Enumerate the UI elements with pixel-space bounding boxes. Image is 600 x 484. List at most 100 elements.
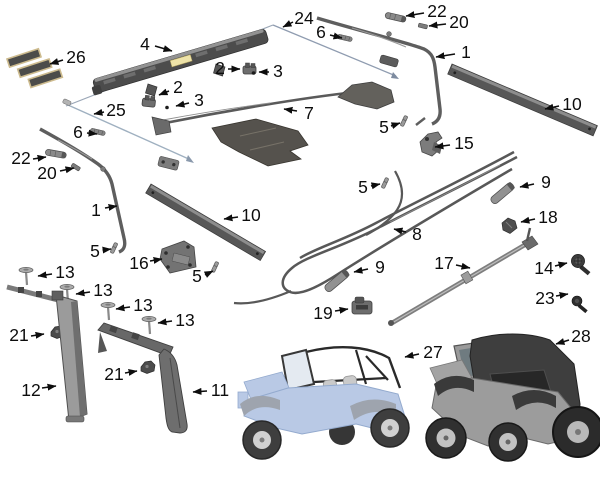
- part-5-pin: [380, 176, 390, 190]
- svg-text:11: 11: [211, 380, 229, 400]
- callouts: 26 4 24 6 22 20 1 2 3 2 3 10 25 7 6 5 15…: [9, 1, 590, 400]
- callout-18: 18: [520, 207, 558, 227]
- part-23-screw: [571, 295, 588, 314]
- callout-23: 23: [535, 288, 569, 308]
- svg-text:20: 20: [449, 12, 469, 32]
- callout-13-a: 13: [37, 262, 75, 282]
- part-10-bar-right: [447, 63, 598, 137]
- part-13-push-pin: [99, 301, 117, 322]
- svg-text:4: 4: [140, 34, 150, 54]
- part-5-pin: [399, 114, 409, 128]
- part-14-screw: [571, 254, 591, 276]
- svg-text:9: 9: [541, 172, 551, 192]
- callout-1-right: 1: [435, 42, 471, 62]
- part-4-header-bar: [91, 29, 269, 96]
- callout-4: 4: [140, 34, 173, 54]
- svg-text:14: 14: [534, 258, 554, 278]
- part-7-bow-assembly: [151, 54, 399, 167]
- svg-text:6: 6: [73, 122, 83, 142]
- callout-13-b: 13: [75, 280, 113, 300]
- part-18-clip: [501, 217, 518, 234]
- svg-text:9: 9: [375, 257, 385, 277]
- svg-text:27: 27: [423, 342, 442, 362]
- svg-text:12: 12: [21, 380, 40, 400]
- part-21-clip: [140, 360, 156, 374]
- svg-text:8: 8: [412, 224, 422, 244]
- part-5-pin: [109, 241, 119, 255]
- svg-text:5: 5: [90, 241, 100, 261]
- callout-5-c: 5: [90, 241, 112, 261]
- callout-5-d: 5: [192, 266, 214, 286]
- svg-text:2: 2: [215, 58, 225, 78]
- callout-22-left: 22: [11, 148, 47, 168]
- callout-12: 12: [21, 380, 57, 400]
- part-15-bracket: [419, 131, 443, 157]
- svg-text:25: 25: [106, 100, 125, 120]
- callout-26: 26: [49, 47, 86, 67]
- svg-text:7: 7: [304, 103, 314, 123]
- callout-9-lower: 9: [353, 257, 385, 277]
- svg-text:13: 13: [93, 280, 112, 300]
- callout-25: 25: [93, 100, 126, 120]
- svg-text:13: 13: [55, 262, 74, 282]
- callout-20-left: 20: [37, 163, 75, 183]
- svg-text:18: 18: [538, 207, 557, 227]
- callout-6-top: 6: [316, 22, 343, 42]
- svg-text:5: 5: [192, 266, 202, 286]
- svg-text:13: 13: [175, 310, 194, 330]
- callout-5-b: 5: [358, 177, 381, 197]
- callout-10-right: 10: [544, 94, 582, 114]
- part-13-push-pin: [17, 266, 35, 287]
- part-2-clip: [141, 94, 157, 108]
- part-9-sleeve: [490, 182, 515, 204]
- vehicle-soft-top: [425, 333, 600, 462]
- part-1-rail-right: [316, 16, 442, 126]
- callout-27: 27: [404, 342, 443, 362]
- part-17-rail: [388, 227, 539, 326]
- svg-text:6: 6: [316, 22, 326, 42]
- svg-text:17: 17: [434, 253, 453, 273]
- svg-text:10: 10: [241, 205, 261, 225]
- callout-28: 28: [555, 326, 591, 346]
- part-20-piece: [70, 162, 81, 172]
- part-22-cylinder: [384, 11, 407, 24]
- svg-text:21: 21: [104, 364, 123, 384]
- callout-1-left: 1: [91, 200, 118, 220]
- svg-text:1: 1: [461, 42, 471, 62]
- part-26-strips: [5, 47, 64, 89]
- svg-text:3: 3: [194, 90, 204, 110]
- part-4-clip-right: [213, 63, 226, 77]
- part-12-pillar: [6, 284, 88, 423]
- callout-9-right: 9: [519, 172, 551, 192]
- svg-text:13: 13: [133, 295, 152, 315]
- part-16-bracket: [159, 240, 197, 274]
- callout-16: 16: [129, 253, 163, 273]
- part-10-bar-left: [145, 183, 267, 262]
- svg-text:2: 2: [173, 77, 183, 97]
- part-22-cylinder: [44, 148, 68, 160]
- callout-15: 15: [434, 133, 474, 153]
- part-19-latch: [351, 296, 373, 315]
- callout-21-b: 21: [104, 364, 138, 384]
- svg-text:10: 10: [562, 94, 582, 114]
- svg-text:5: 5: [379, 117, 389, 137]
- parts-artwork: [5, 11, 600, 462]
- callout-24: 24: [282, 8, 314, 28]
- svg-text:16: 16: [129, 253, 148, 273]
- svg-text:23: 23: [535, 288, 554, 308]
- svg-text:15: 15: [454, 133, 473, 153]
- callout-3-upper: 3: [258, 61, 283, 81]
- svg-text:22: 22: [11, 148, 30, 168]
- svg-text:1: 1: [91, 200, 101, 220]
- svg-text:28: 28: [571, 326, 590, 346]
- part-3-screw: [165, 105, 169, 110]
- part-20-piece: [417, 22, 429, 30]
- callout-10-left: 10: [223, 205, 261, 225]
- callout-14: 14: [534, 258, 568, 278]
- vehicle-frame-only: [237, 346, 410, 460]
- callout-19: 19: [313, 303, 349, 323]
- callout-2-upper: 2: [215, 58, 241, 78]
- svg-text:26: 26: [66, 47, 85, 67]
